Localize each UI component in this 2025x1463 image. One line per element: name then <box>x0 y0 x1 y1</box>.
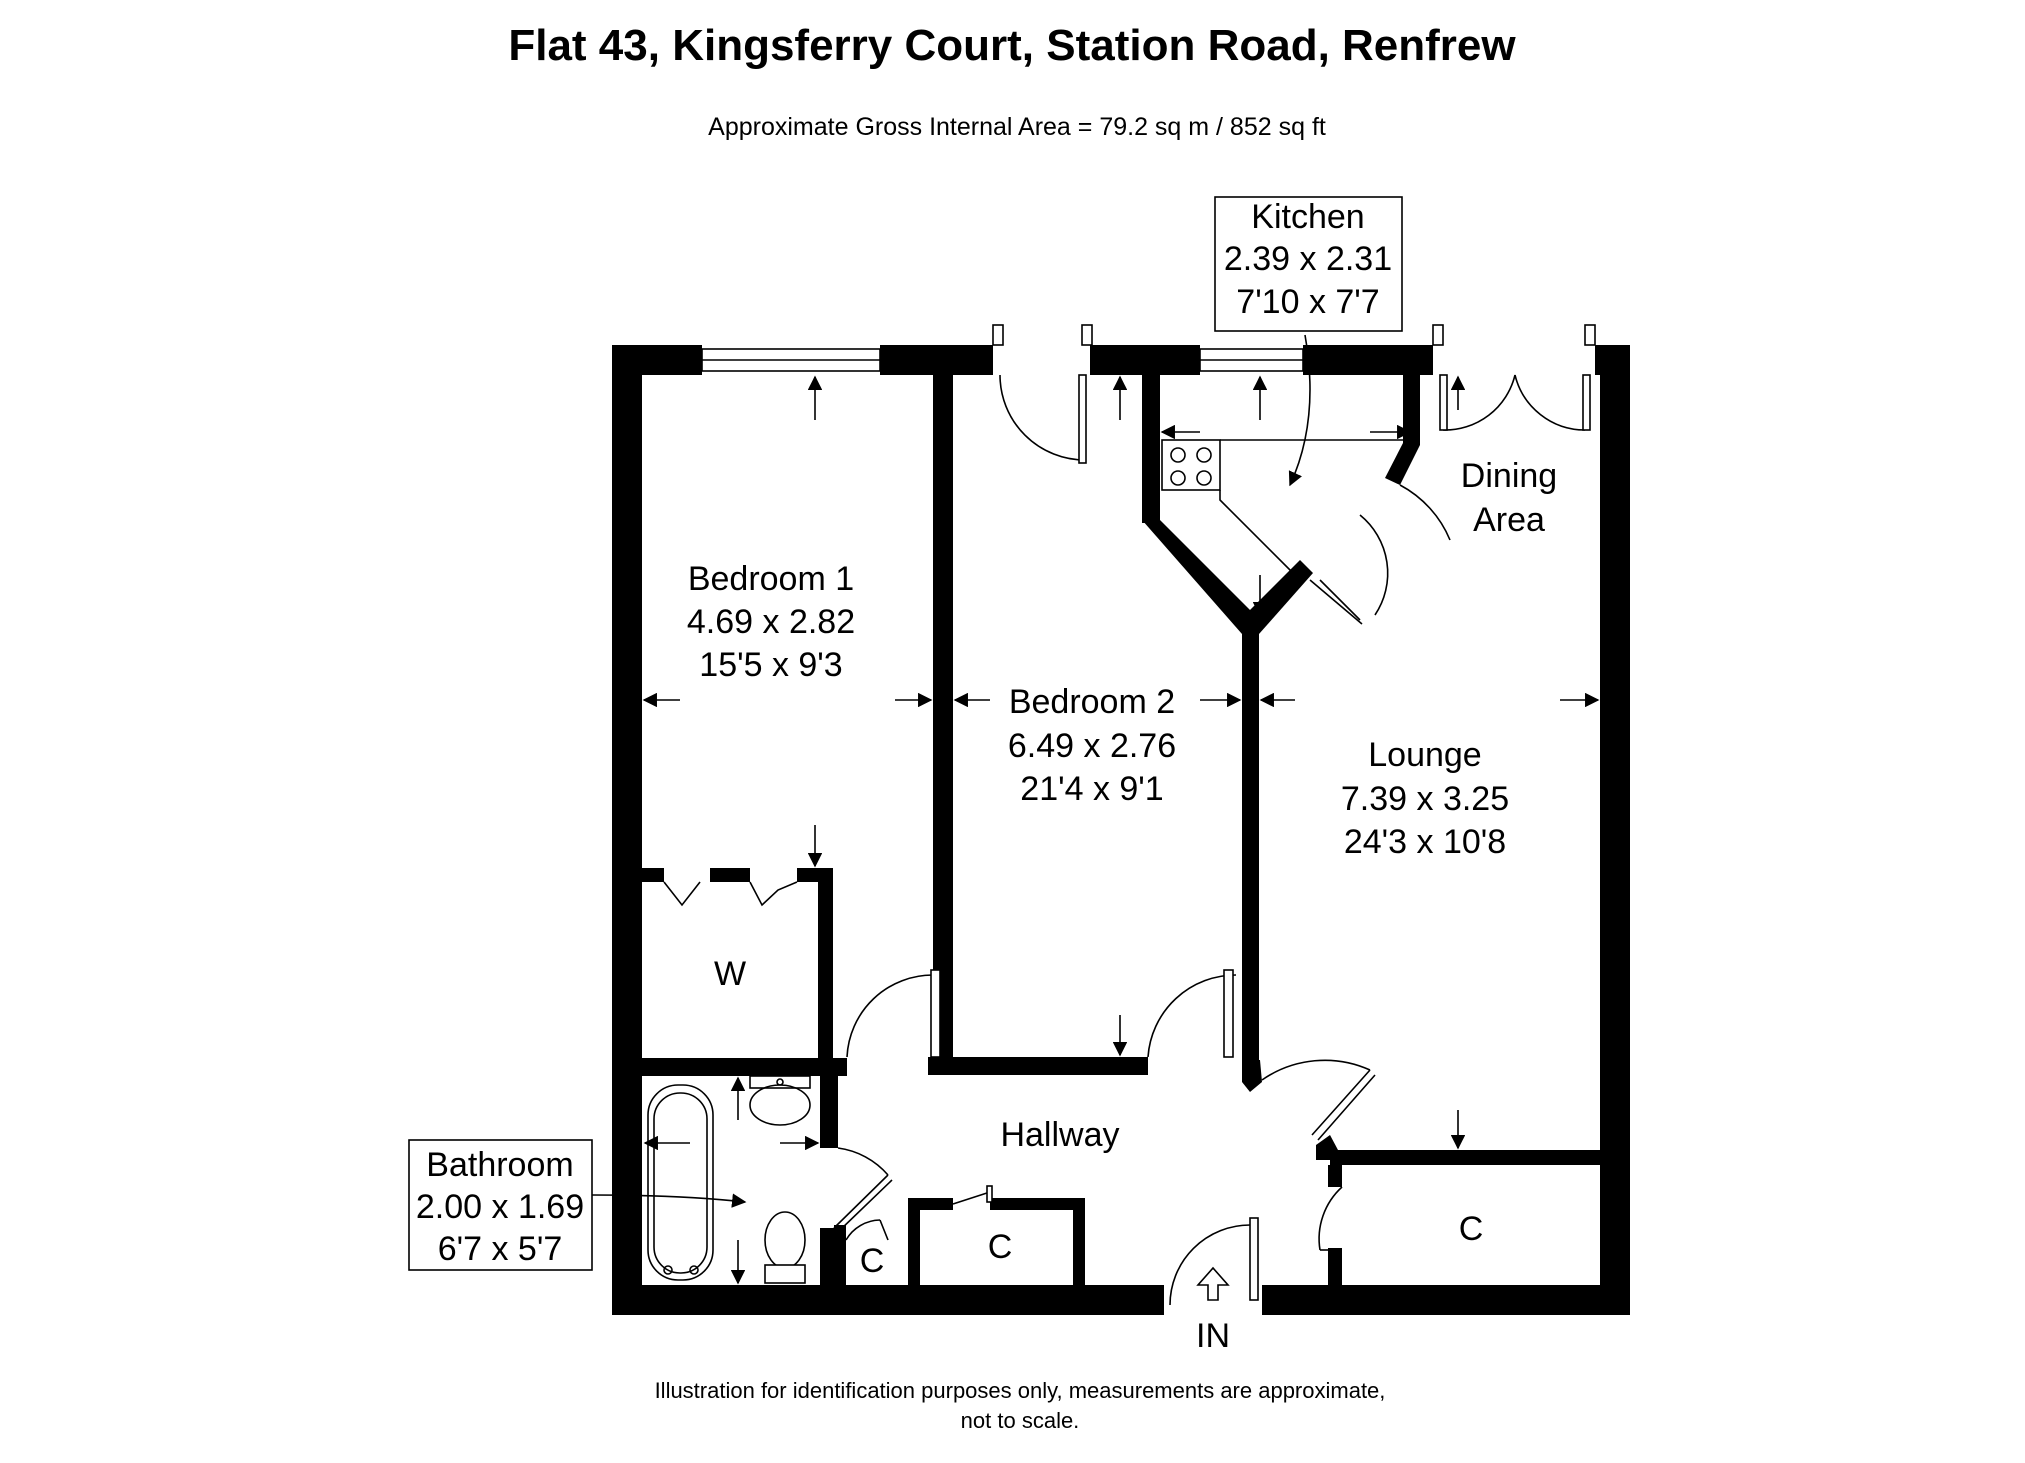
disclaimer-line2: not to scale. <box>961 1408 1080 1433</box>
room-bedroom-2: Bedroom 2 6.49 x 2.76 21'4 x 9'1 <box>1008 683 1176 808</box>
interior-walls <box>642 375 1630 1285</box>
lounge-name: Lounge <box>1368 736 1481 774</box>
area-summary: Approximate Gross Internal Area = 79.2 s… <box>708 113 1326 141</box>
toilet-icon <box>764 1211 806 1269</box>
bathroom-label-box <box>408 1139 593 1271</box>
bedroom2-metric: 6.49 x 2.76 <box>1008 727 1176 765</box>
hallway-label: Hallway <box>1000 1116 1119 1154</box>
room-kitchen: Kitchen 2.39 x 2.31 7'10 x 7'7 <box>1224 198 1392 321</box>
fixtures <box>647 439 1405 1284</box>
kitchen-metric: 2.39 x 2.31 <box>1224 240 1392 278</box>
entrance-label: IN <box>1196 1317 1230 1355</box>
cupboard-small-label: C <box>860 1242 885 1280</box>
bedroom1-metric: 4.69 x 2.82 <box>687 603 855 641</box>
kitchen-label-box <box>1214 196 1403 332</box>
bedroom1-imperial: 15'5 x 9'3 <box>699 646 842 684</box>
kitchen-imperial: 7'10 x 7'7 <box>1236 283 1379 321</box>
bathroom-imperial: 6'7 x 5'7 <box>438 1230 563 1268</box>
cupboard-mid-label: C <box>988 1228 1013 1266</box>
bathroom-metric: 2.00 x 1.69 <box>416 1188 584 1226</box>
basin-icon <box>749 1075 811 1089</box>
dining-line1: Dining <box>1461 457 1557 495</box>
dining-line2: Area <box>1473 501 1545 539</box>
windows <box>701 348 1304 372</box>
room-bedroom-1: Bedroom 1 4.69 x 2.82 15'5 x 9'3 <box>687 560 855 684</box>
lounge-metric: 7.39 x 3.25 <box>1341 780 1509 818</box>
exterior-walls <box>612 345 1630 1315</box>
bathroom-name: Bathroom <box>426 1146 573 1184</box>
plan-title: Flat 43, Kingsferry Court, Station Road,… <box>508 21 1516 70</box>
bathtub-icon <box>647 1084 714 1281</box>
bedroom2-imperial: 21'4 x 9'1 <box>1020 770 1163 808</box>
cupboard-lounge-label: C <box>1459 1210 1484 1248</box>
room-dining-area: Dining Area <box>1461 457 1557 539</box>
bedroom2-name: Bedroom 2 <box>1009 683 1175 721</box>
doors <box>663 324 1596 1306</box>
room-lounge: Lounge 7.39 x 3.25 24'3 x 10'8 <box>1341 736 1509 861</box>
wardrobe-label: W <box>714 955 746 993</box>
lounge-imperial: 24'3 x 10'8 <box>1344 823 1506 861</box>
dimension-arrows <box>591 334 1600 1301</box>
entrance-arrow-icon <box>1196 1266 1230 1301</box>
disclaimer-line1: Illustration for identification purposes… <box>655 1378 1386 1403</box>
kitchen-name: Kitchen <box>1251 198 1364 236</box>
bedroom1-name: Bedroom 1 <box>688 560 854 598</box>
room-bathroom: Bathroom 2.00 x 1.69 6'7 x 5'7 <box>416 1146 584 1268</box>
hob-icon <box>1161 439 1221 491</box>
